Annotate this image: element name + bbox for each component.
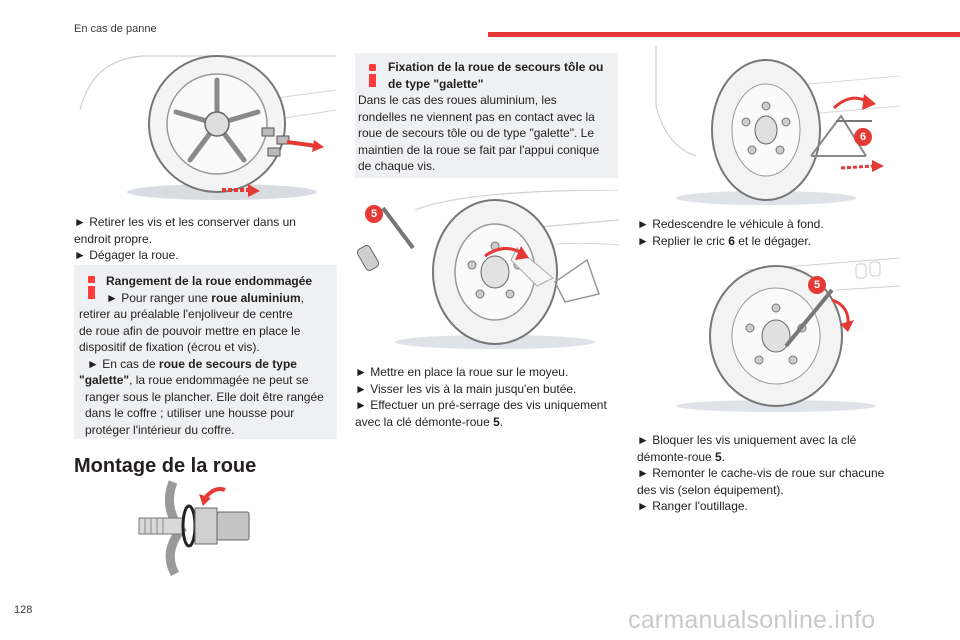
note-title: Rangement de la roue endommagée — [106, 274, 313, 288]
note-text: roue de secours tôle ou de type "galette… — [358, 126, 595, 140]
note-text: dans le coffre ; utiliser une housse pou… — [85, 406, 295, 420]
note-text: dispositif de fixation (écrou et vis). — [79, 340, 260, 354]
note-spare-wheel-fixing: Fixation de la roue de secours tôle ou d… — [355, 53, 618, 178]
lowering-steps: ► Redescendre le véhicule à fond. ► Repl… — [637, 216, 901, 249]
step-text: ► Remonter le cache-vis de roue sur chac… — [637, 466, 885, 480]
illustration-tighten-bolts: 5 — [636, 250, 900, 412]
watermark: carmanualsonline.info — [628, 606, 876, 634]
note-text: ► En cas de — [87, 356, 159, 371]
removal-steps: ► Retirer les vis et les conserver dans … — [74, 214, 338, 264]
note-text: ► Pour ranger une — [106, 290, 212, 305]
step-text: ► Dégager la roue. — [74, 248, 179, 262]
step-text: ► Retirer les vis et les conserver dans … — [74, 215, 296, 229]
note-text: , la roue endommagée ne peut se — [129, 373, 309, 387]
section-heading: Montage de la roue — [74, 455, 257, 477]
header-accent-bar — [488, 32, 960, 37]
step-text-bold: 5 — [493, 414, 500, 429]
step-text: ► Bloquer les vis uniquement avec la clé — [637, 433, 857, 447]
illustration-wheel-bolt — [133, 478, 258, 578]
step-text: . — [721, 449, 726, 464]
step-text: des vis (selon équipement). — [637, 482, 784, 497]
note-text: de roue afin de pouvoir mettre en place … — [79, 323, 301, 338]
info-icon — [88, 276, 95, 299]
step-text: ► Mettre en place la roue sur le moyeu. — [355, 365, 569, 379]
step-text: ► Visser les vis à la main jusqu'en buté… — [355, 381, 577, 396]
callout-badge-wrench: 5 — [808, 276, 826, 294]
note-text: de chaque vis. — [358, 159, 436, 173]
running-header: En cas de panne — [74, 23, 157, 35]
note-text: protéger l'intérieur du coffre. — [85, 422, 235, 437]
step-text: ► Ranger l'outillage. — [637, 499, 748, 513]
illustration-lower-vehicle: 6 — [636, 46, 900, 206]
callout-badge-jack: 6 — [854, 128, 872, 146]
page-number: 128 — [14, 604, 33, 616]
step-text: et le dégager. — [734, 233, 811, 248]
callout-badge-wrench: 5 — [365, 205, 383, 223]
note-title: de type "galette" — [388, 76, 484, 91]
fitting-steps: ► Mettre en place la roue sur le moyeu. … — [355, 364, 619, 430]
step-text-bold: 6 — [728, 233, 735, 248]
step-text: . — [499, 414, 504, 429]
illustration-fit-wheel: 5 — [355, 190, 619, 350]
note-text: ranger sous le plancher. Elle doit être … — [85, 389, 324, 404]
note-text-bold: roue de secours de type — [158, 356, 297, 371]
step-text-bold: 5 — [715, 449, 722, 464]
step-text: démonte-roue — [637, 449, 716, 464]
step-text: endroit propre. — [74, 231, 153, 246]
note-text: retirer au préalable l'enjoliveur de cen… — [79, 307, 293, 321]
note-text-bold: "galette" — [79, 373, 130, 387]
note-damaged-wheel-storage: Rangement de la roue endommagée ► Pour r… — [74, 265, 337, 439]
note-text: rondelles ne viennent pas en contact ave… — [358, 109, 595, 124]
note-text: , — [300, 290, 304, 305]
step-text: ► Effectuer un pré-serrage des vis uniqu… — [355, 398, 607, 412]
note-text-bold: roue aluminium — [211, 290, 301, 305]
note-title: Fixation de la roue de secours tôle ou — [388, 60, 604, 74]
step-text: ► Replier le cric — [637, 233, 729, 248]
step-text: ► Redescendre le véhicule à fond. — [637, 217, 824, 231]
note-text: Dans le cas des roues aluminium, les — [358, 93, 557, 107]
info-icon — [369, 64, 376, 87]
illustration-wheel-removal — [72, 50, 336, 200]
final-steps: ► Bloquer les vis uniquement avec la clé… — [637, 432, 901, 515]
step-text: avec la clé démonte-roue — [355, 414, 494, 429]
note-text: maintien de la roue se fait par l'appui … — [358, 142, 600, 157]
